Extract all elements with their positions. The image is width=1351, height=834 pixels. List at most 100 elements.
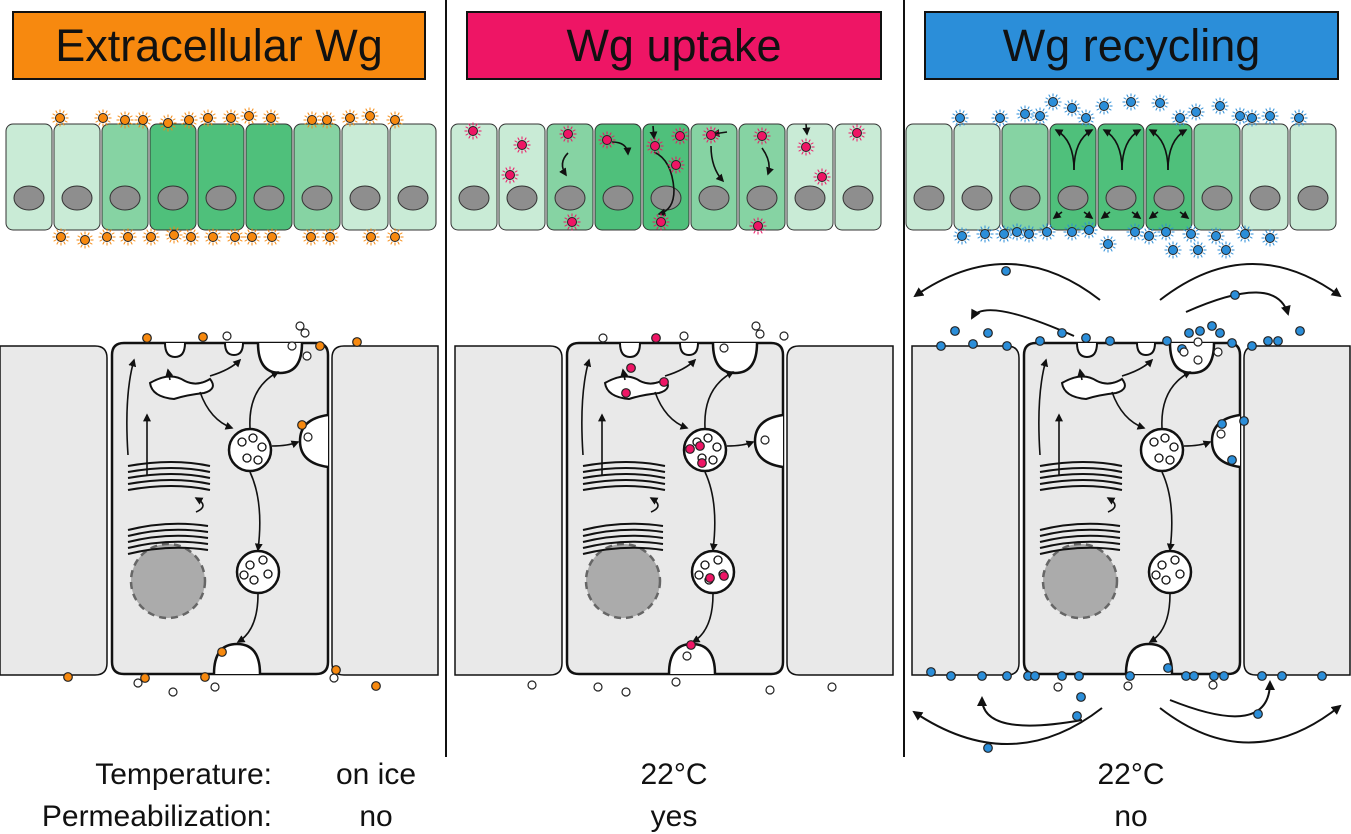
wg-dot bbox=[1227, 338, 1237, 348]
trafficking-arrow bbox=[1121, 358, 1154, 377]
trafficking-arrow bbox=[1038, 358, 1049, 456]
epithelial-cell bbox=[450, 123, 498, 231]
permeabilization-value-recycling: no bbox=[1114, 800, 1148, 833]
wg-dot bbox=[1002, 341, 1012, 351]
intraluminal-vesicle bbox=[245, 560, 255, 570]
trafficking-arrow bbox=[271, 440, 300, 449]
neighbor-cell-left bbox=[0, 345, 108, 676]
wg-particle bbox=[667, 156, 685, 174]
wg-particle bbox=[1171, 109, 1189, 127]
temperature-value-extracellular: on ice bbox=[335, 758, 417, 791]
trafficking-arrow bbox=[654, 391, 689, 430]
wg-particle bbox=[464, 122, 482, 140]
wg-particle bbox=[262, 109, 280, 127]
empty-dot bbox=[751, 321, 761, 331]
wg-particle bbox=[182, 228, 200, 246]
transport-arrow bbox=[559, 152, 569, 177]
empty-dot bbox=[1193, 355, 1203, 365]
recycling-arrow bbox=[1169, 680, 1275, 718]
wg-particle bbox=[1261, 107, 1279, 125]
nucleus bbox=[129, 542, 207, 620]
wg-particle bbox=[1063, 99, 1081, 117]
diagram-artwork bbox=[0, 93, 1351, 753]
wg-particle bbox=[1122, 93, 1140, 111]
wg-dot bbox=[1277, 671, 1287, 681]
nucleus bbox=[109, 185, 141, 211]
trafficking-arrow bbox=[581, 358, 592, 456]
panel-divider-right bbox=[903, 0, 905, 757]
transport-arrow bbox=[1179, 210, 1190, 219]
golgi-cisterna bbox=[127, 473, 211, 479]
transport-arrow bbox=[1100, 210, 1111, 219]
trafficking-arrow bbox=[1161, 471, 1175, 552]
temperature-label: Temperature: bbox=[95, 758, 272, 791]
trafficking-arrow bbox=[704, 471, 718, 552]
wg-particle bbox=[749, 217, 767, 235]
golgi-cisterna bbox=[582, 485, 666, 491]
central-cell bbox=[110, 341, 330, 676]
transport-arrow bbox=[710, 145, 725, 183]
wg-particle bbox=[953, 227, 971, 245]
er-membrane bbox=[582, 540, 664, 549]
empty-dot bbox=[210, 682, 220, 692]
empty-dot bbox=[302, 351, 312, 361]
trafficking-arrow bbox=[704, 371, 735, 429]
nucleus bbox=[842, 185, 874, 211]
wg-dot bbox=[315, 341, 325, 351]
empty-dot bbox=[1123, 681, 1133, 691]
er-membrane bbox=[127, 534, 209, 543]
empty-dot bbox=[1053, 682, 1063, 692]
intraluminal-vesicle bbox=[1157, 560, 1167, 570]
nucleus bbox=[1153, 185, 1185, 211]
golgi-cisterna bbox=[1039, 461, 1123, 467]
wg-dot bbox=[1295, 326, 1305, 336]
wg-particle bbox=[263, 228, 281, 246]
empty-dot bbox=[222, 331, 232, 341]
wg-dot bbox=[1001, 266, 1011, 276]
intraluminal-vesicle bbox=[258, 555, 268, 565]
empty-dot bbox=[598, 333, 608, 343]
wg-particle bbox=[94, 109, 112, 127]
wg-dot bbox=[1227, 455, 1237, 465]
wg-particle bbox=[134, 111, 152, 129]
er-membrane bbox=[127, 540, 209, 549]
panel-divider-left bbox=[445, 0, 447, 757]
epithelial-cell bbox=[149, 123, 197, 231]
intraluminal-vesicle bbox=[1149, 437, 1159, 447]
wg-dot bbox=[1163, 663, 1173, 673]
wg-particle bbox=[991, 109, 1009, 127]
wg-dot bbox=[685, 444, 695, 454]
recycling-arrow bbox=[1185, 291, 1291, 316]
wg-particle bbox=[1164, 241, 1182, 259]
epithelial-cell bbox=[905, 123, 953, 231]
transport-arrow bbox=[1131, 210, 1142, 219]
endocytic-pit bbox=[1136, 342, 1156, 357]
wg-particle bbox=[1236, 225, 1254, 243]
intraluminal-vesicle bbox=[712, 442, 722, 452]
lateral-vesicle bbox=[298, 413, 329, 469]
wg-dot bbox=[651, 333, 661, 343]
trafficking-arrow bbox=[1161, 371, 1192, 429]
endocytic-pit bbox=[679, 342, 699, 357]
intraluminal-vesicle bbox=[1170, 555, 1180, 565]
empty-dot bbox=[303, 432, 313, 442]
trafficking-arrow bbox=[691, 593, 714, 643]
nucleus bbox=[301, 185, 333, 211]
wg-particle bbox=[1189, 241, 1207, 259]
wg-particle bbox=[797, 138, 815, 156]
intraluminal-vesicle bbox=[237, 437, 247, 447]
er-membrane bbox=[127, 522, 209, 531]
wg-particle bbox=[1290, 109, 1308, 127]
nucleus bbox=[1009, 185, 1041, 211]
empty-dot bbox=[1208, 680, 1218, 690]
wg-particle bbox=[321, 228, 339, 246]
nucleus bbox=[584, 542, 662, 620]
wg-dot bbox=[1273, 336, 1283, 346]
trafficking-arrow bbox=[194, 497, 204, 513]
wg-particle bbox=[1095, 97, 1113, 115]
wg-particle bbox=[180, 111, 198, 129]
nucleus bbox=[1105, 185, 1137, 211]
empty-dot bbox=[300, 328, 310, 338]
wg-particle bbox=[1020, 225, 1038, 243]
wg-particle bbox=[559, 125, 577, 143]
